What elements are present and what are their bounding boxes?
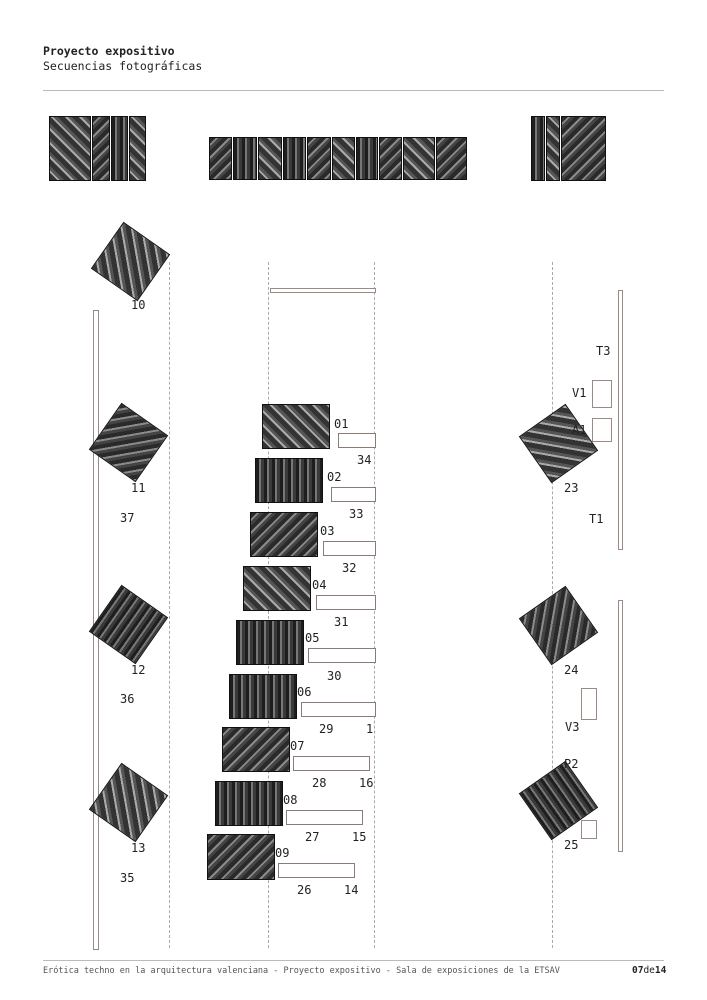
photo-number: 08 — [283, 793, 298, 807]
photo-number: 28 — [312, 776, 327, 790]
photo-number: 16 — [359, 776, 374, 790]
photo-number: 13 — [131, 841, 146, 855]
photo-number: 33 — [349, 507, 364, 521]
photo-number: 11 — [131, 481, 146, 495]
photo-number: 01 — [334, 417, 349, 431]
photo-10 — [90, 221, 171, 302]
vitrine-v1 — [592, 380, 612, 408]
photo-11 — [88, 402, 169, 483]
photo-24 — [518, 585, 599, 666]
page-title: Proyecto expositivo — [43, 44, 175, 58]
top-wall — [270, 288, 376, 293]
photo-number: 24 — [564, 663, 579, 677]
element-label: A1 — [572, 423, 587, 437]
photo-04 — [243, 566, 311, 611]
photo-number: 35 — [120, 871, 135, 885]
vitrine-a1 — [592, 418, 612, 442]
bench — [286, 810, 363, 825]
bench — [316, 595, 376, 610]
photo-05 — [236, 620, 304, 665]
bench — [323, 541, 376, 556]
photo-07 — [222, 727, 290, 772]
photo-12 — [88, 584, 169, 665]
bench — [278, 863, 355, 878]
photo-13 — [88, 762, 169, 843]
page-subtitle: Secuencias fotográficas — [43, 59, 203, 73]
photo-number: 12 — [131, 663, 146, 677]
bench — [293, 756, 370, 771]
photo-number: 36 — [120, 692, 135, 706]
photo-number: 31 — [334, 615, 349, 629]
bench — [308, 648, 376, 663]
photo-23 — [518, 403, 599, 484]
photo-08 — [215, 781, 283, 826]
photo-number: 15 — [352, 830, 367, 844]
photo-number: 09 — [275, 846, 290, 860]
page-current: 07 — [632, 965, 644, 976]
element-label: V3 — [565, 720, 580, 734]
bench — [331, 487, 376, 502]
photo-09 — [207, 834, 275, 880]
photo-number: 05 — [305, 631, 320, 645]
page-number: 07de14 — [632, 965, 666, 976]
photo-number: 23 — [564, 481, 579, 495]
photo-number: 07 — [290, 739, 305, 753]
photo-number: 34 — [357, 453, 372, 467]
photo-number: 26 — [297, 883, 312, 897]
element-label: P2 — [564, 757, 579, 771]
photo-03 — [250, 512, 318, 557]
panel-p2 — [581, 820, 597, 839]
photo-number: 04 — [312, 578, 327, 592]
photo-01 — [262, 404, 330, 449]
photo-number: 37 — [120, 511, 135, 525]
element-label: V1 — [572, 386, 587, 400]
photo-02 — [255, 458, 323, 503]
footer-text: Erótica techno en la arquitectura valenc… — [43, 966, 560, 976]
bench — [338, 433, 376, 448]
right-wall — [618, 290, 623, 550]
photo-number: 32 — [342, 561, 357, 575]
bench — [301, 702, 376, 717]
photo-number: 29 — [319, 722, 334, 736]
photo-number: 02 — [327, 470, 342, 484]
right-wall — [618, 600, 623, 852]
photo-number: 30 — [327, 669, 342, 683]
photo-number: 25 — [564, 838, 579, 852]
vitrine-v3 — [581, 688, 597, 720]
photo-number: 14 — [344, 883, 359, 897]
page-total: 14 — [654, 965, 667, 976]
header-divider — [43, 90, 664, 91]
footer-divider — [43, 960, 664, 961]
page-sep: de — [643, 965, 655, 976]
photo-number: 27 — [305, 830, 320, 844]
element-label: T1 — [589, 512, 604, 526]
axis-line — [169, 262, 170, 948]
photo-number: 06 — [297, 685, 312, 699]
element-label: T3 — [596, 344, 611, 358]
photo-06 — [229, 674, 297, 719]
photo-number: 1 — [366, 722, 374, 736]
photo-number: 03 — [320, 524, 335, 538]
photo-number: 10 — [131, 298, 146, 312]
